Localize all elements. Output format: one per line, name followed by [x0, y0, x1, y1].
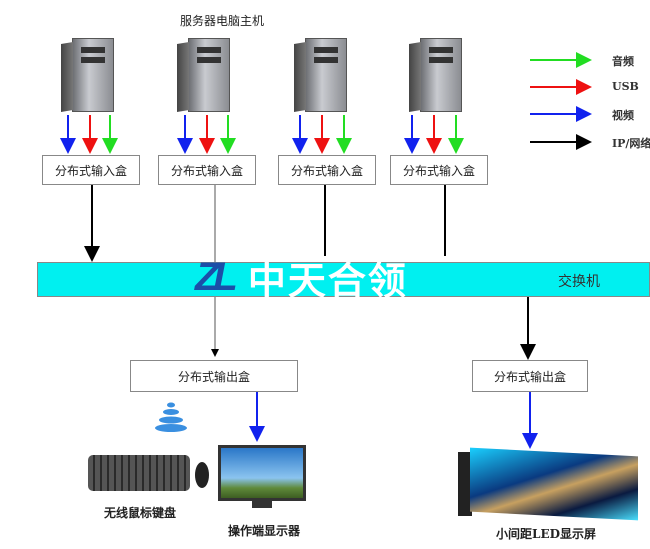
- distributed-output-box: 分布式输出盒: [130, 360, 298, 392]
- led-label: 小间距LED显示屏: [496, 527, 596, 541]
- server-computer-icon: [294, 38, 347, 113]
- led-display-icon: [470, 447, 638, 521]
- legend-audio: 音频: [612, 55, 634, 68]
- distributed-input-box: 分布式输入盒: [390, 155, 488, 185]
- monitor-stand: [252, 500, 272, 508]
- legend-usb: USB: [612, 80, 639, 93]
- led-frame: [458, 452, 472, 516]
- server-computer-icon: [61, 38, 114, 113]
- monitor-label: 操作端显示器: [228, 524, 301, 538]
- distributed-input-box: 分布式输入盒: [158, 155, 256, 185]
- switch-label: 交换机: [558, 274, 600, 290]
- server-computer-icon: [409, 38, 462, 113]
- wireless-signal-icon: [155, 402, 187, 432]
- mouse-icon: [195, 462, 209, 488]
- monitor-icon: [218, 445, 306, 501]
- distributed-input-box: 分布式输入盒: [278, 155, 376, 185]
- servers-title: 服务器电脑主机: [180, 14, 265, 28]
- server-computer-icon: [177, 38, 230, 113]
- legend-ip-network: IP/网络: [612, 137, 650, 150]
- watermark-logo: ZL 中天合领: [195, 255, 408, 303]
- keyboard-label: 无线鼠标键盘: [104, 506, 177, 520]
- legend-video: 视频: [612, 109, 634, 122]
- keyboard-icon: [88, 455, 190, 491]
- distributed-output-box: 分布式输出盒: [472, 360, 588, 392]
- distributed-input-box: 分布式输入盒: [42, 155, 140, 185]
- network-switch-bus: 交换机: [37, 262, 650, 297]
